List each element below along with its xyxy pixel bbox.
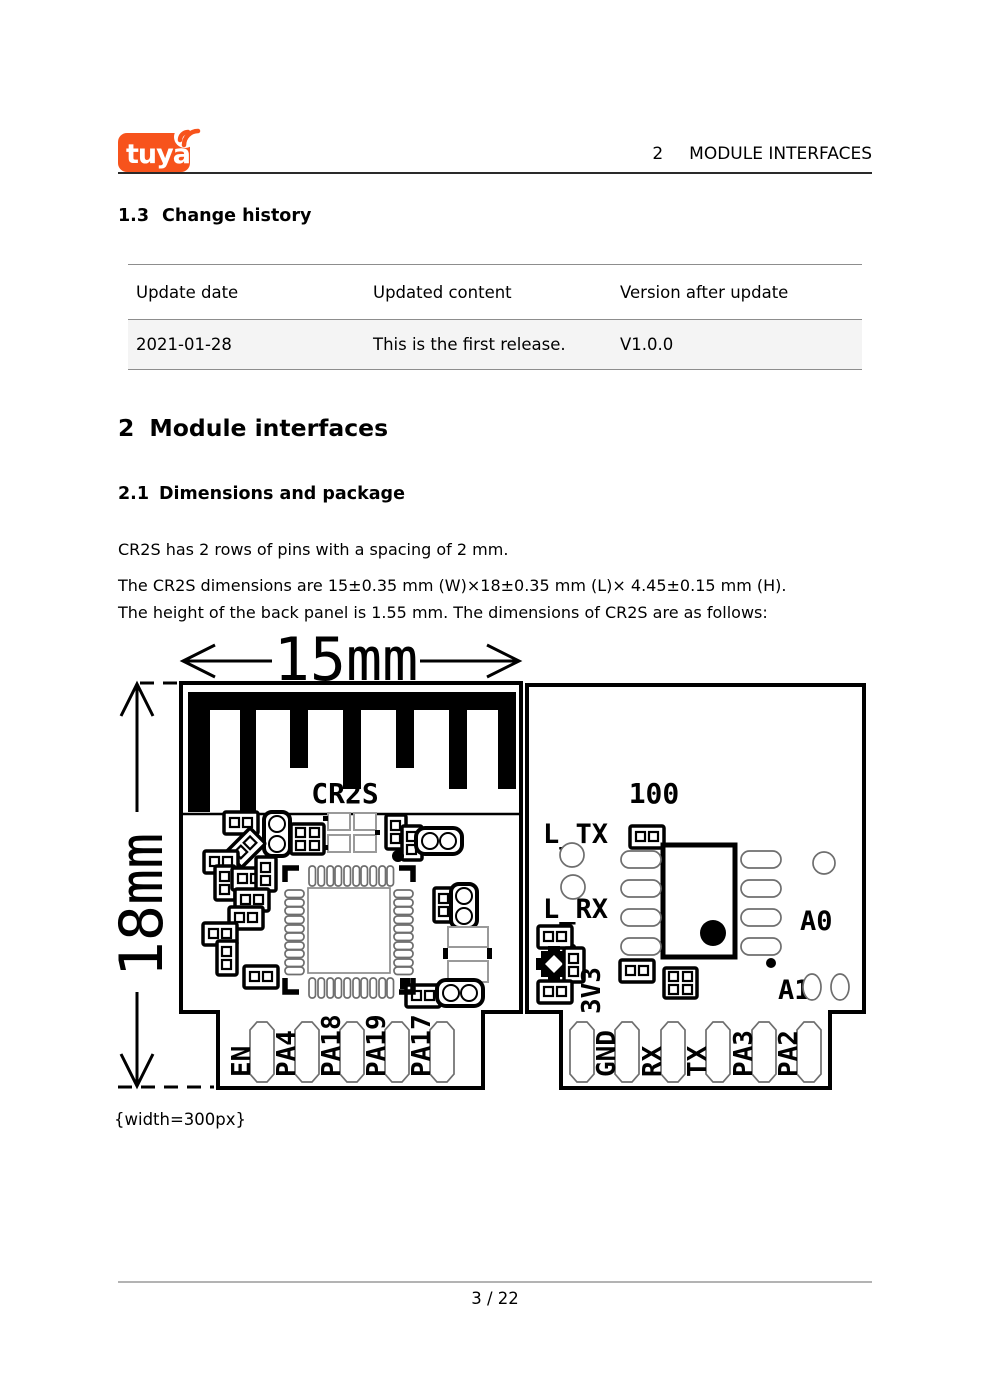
paragraph-dimensions-line2: The height of the back panel is 1.55 mm.… [118,603,768,622]
pin-label-pa19: PA19 [362,1014,392,1077]
column-header-updated-content: Updated content [373,282,512,302]
cell-update-date: 2021-01-28 [136,335,232,354]
qfn-chip [282,865,416,999]
column-header-version: Version after update [620,282,789,302]
chapter-number: 2 [118,414,135,442]
dimension-height: 18mm [107,680,214,1090]
chapter-title: Module interfaces [149,414,389,442]
section-title: Dimensions and package [159,484,405,504]
footer-rule [118,1281,872,1283]
cell-updated-content: This is the first release. [373,335,566,354]
pin-label-en: EN [227,1046,257,1077]
running-header: 2 MODULE INTERFACES [652,144,872,164]
pin-label-tx: TX [683,1045,713,1077]
antenna-trace [188,692,516,812]
section-heading-change-history: 1.3 Change history [118,206,311,226]
section-title: Change history [162,206,312,226]
section-heading-dimensions: 2.1 Dimensions and package [118,484,405,504]
section-number: 1.3 [118,206,150,226]
column-header-update-date: Update date [136,282,239,302]
pin-label-3v3: 3V3 [577,967,607,1014]
logo-wordmark: tuya [126,139,190,170]
pin-label-pa17: PA17 [407,1014,437,1077]
label-a0: A0 [800,906,833,937]
pin-label-gnd: GND [592,1030,622,1077]
height-dimension-label: 18mm [107,833,177,978]
cell-version: V1.0.0 [620,335,674,354]
header-rule [118,172,872,174]
paragraph-pin-spacing: CR2S has 2 rows of pins with a spacing o… [118,540,509,559]
table-header-row: Update date Updated content Version afte… [128,265,862,320]
pin-label-pa18: PA18 [317,1014,347,1077]
front-module-title: CR2S [311,777,378,810]
wifi-arc-small-icon [177,129,191,143]
header-chapter-number: 2 [652,144,664,164]
back-module: 100 L_TX L_RX A0 A1 [525,683,866,1090]
module-dimensions-figure: 15mm 18mm [107,630,866,1090]
pin-label-pa2: PA2 [774,1030,804,1077]
back-pin-row: 3V3 GND RX TX PA3 PA2 [569,967,822,1083]
header-chapter-title: MODULE INTERFACES [689,144,872,164]
paragraph-dimensions: The CR2S dimensions are 15±0.35 mm (W)×1… [118,572,876,626]
wifi-arc-large-icon [181,128,201,148]
front-components [201,810,492,1009]
front-pin-row: EN PA4 PA18 PA19 PA17 [227,1014,455,1083]
table-row: 2021-01-28 This is the first release. V1… [128,320,862,369]
back-components [536,824,850,1005]
tuya-logo: tuya [118,126,201,172]
front-module: CR2S [179,681,523,1090]
logo-background [118,133,190,172]
change-history-table: Update date Updated content Version afte… [128,264,862,370]
pin-label-pa4: PA4 [272,1030,302,1077]
chapter-heading-module-interfaces: 2 Module interfaces [118,414,388,442]
paragraph-dimensions-line1: The CR2S dimensions are 15±0.35 mm (W)×1… [118,576,787,595]
figure-caption: {width=300px} [114,1110,247,1129]
pin-label-rx: RX [638,1045,668,1077]
back-module-marking: 100 [629,777,680,810]
page-number: 3 / 22 [471,1289,519,1308]
pin-label-pa3: PA3 [729,1030,759,1077]
section-number: 2.1 [118,484,150,504]
